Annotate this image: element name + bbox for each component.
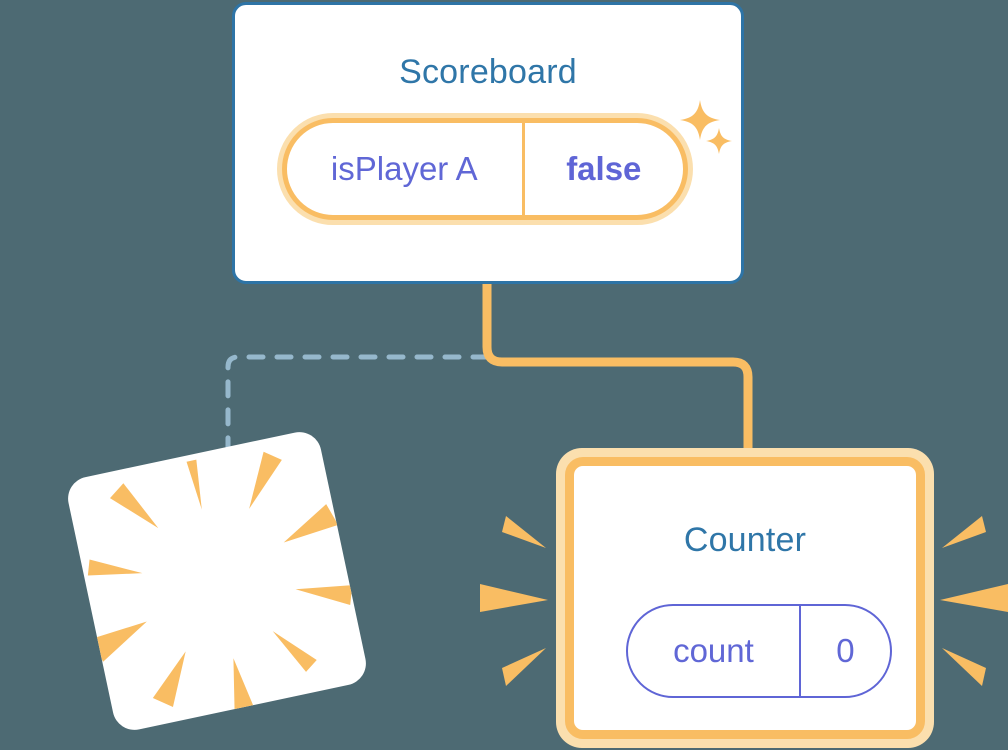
burst-rays xyxy=(87,451,353,718)
counter-state-pill[interactable]: count 0 xyxy=(626,604,892,698)
ray xyxy=(480,584,548,612)
counter-title: Counter xyxy=(683,521,807,559)
ray xyxy=(502,648,546,686)
scoreboard-state-value: false xyxy=(566,150,642,187)
ray xyxy=(502,516,546,548)
scoreboard-state-pill[interactable]: isPlayer A false xyxy=(277,113,693,225)
counter-state-value: 0 xyxy=(836,632,855,669)
counter-state-key: count xyxy=(628,606,801,696)
connector-scoreboard-to-counter xyxy=(482,282,753,462)
connector-scoreboard-to-burst-card xyxy=(225,354,490,473)
ray xyxy=(942,648,986,686)
ray xyxy=(940,584,1008,612)
scoreboard-card[interactable]: Scoreboard isPlayer A false xyxy=(232,2,744,284)
scoreboard-state-key: isPlayer A xyxy=(287,123,525,215)
counter-burst-rays-left xyxy=(480,516,548,686)
sparkle-icon xyxy=(704,126,734,156)
ray xyxy=(942,516,986,548)
sparkle-icon xyxy=(678,98,722,142)
counter-burst-rays-right xyxy=(940,516,1008,686)
counter-card[interactable]: Counter count 0 xyxy=(556,448,934,748)
scoreboard-title: Scoreboard xyxy=(399,53,577,91)
burst-card[interactable] xyxy=(63,427,371,735)
counter-card-body: Counter count 0 xyxy=(565,457,925,739)
pill-body: isPlayer A false xyxy=(282,118,688,220)
